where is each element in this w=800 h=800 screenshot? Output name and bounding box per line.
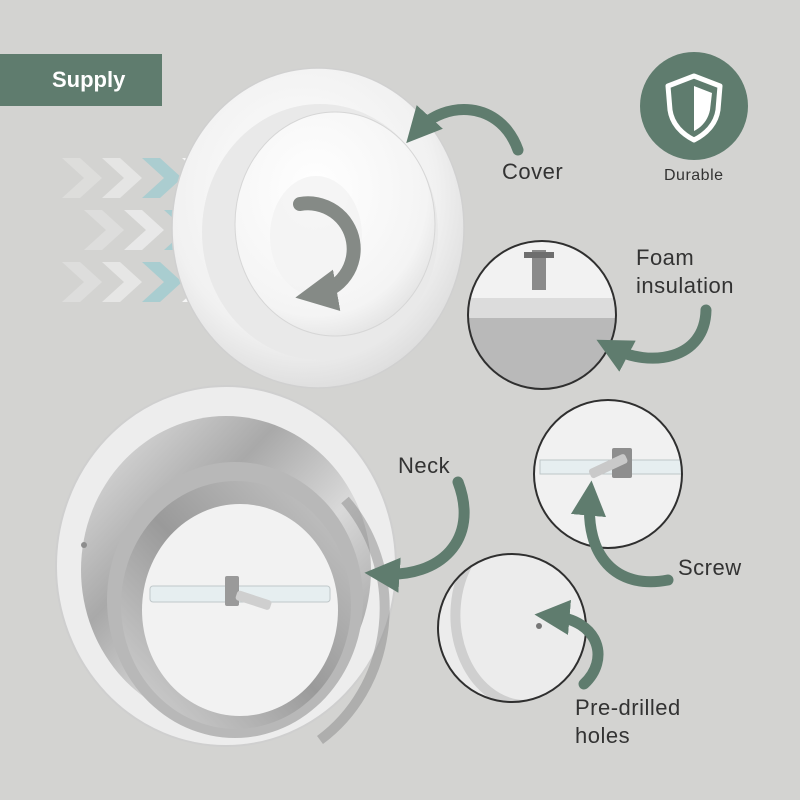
foam-detail-circle — [467, 240, 617, 390]
metal-valve-back — [55, 385, 397, 747]
supply-label: Supply — [52, 67, 126, 92]
supply-banner: Supply — [0, 54, 162, 106]
holes-label-line2: holes — [575, 723, 631, 748]
foam-label-line1: Foam — [636, 245, 695, 270]
neck-label: Neck — [398, 453, 451, 478]
durable-label: Durable — [664, 167, 724, 184]
foam-label-line2: insulation — [636, 273, 734, 298]
screw-label: Screw — [678, 555, 742, 580]
callout-arrows — [364, 104, 712, 690]
durable-badge — [640, 52, 748, 160]
screw-detail-circle — [533, 399, 683, 549]
white-valve-front — [171, 67, 465, 389]
holes-detail-circle — [437, 553, 587, 703]
holes-label-line1: Pre-drilled — [575, 695, 681, 720]
shield-icon — [665, 73, 723, 143]
cover-label: Cover — [502, 159, 564, 184]
